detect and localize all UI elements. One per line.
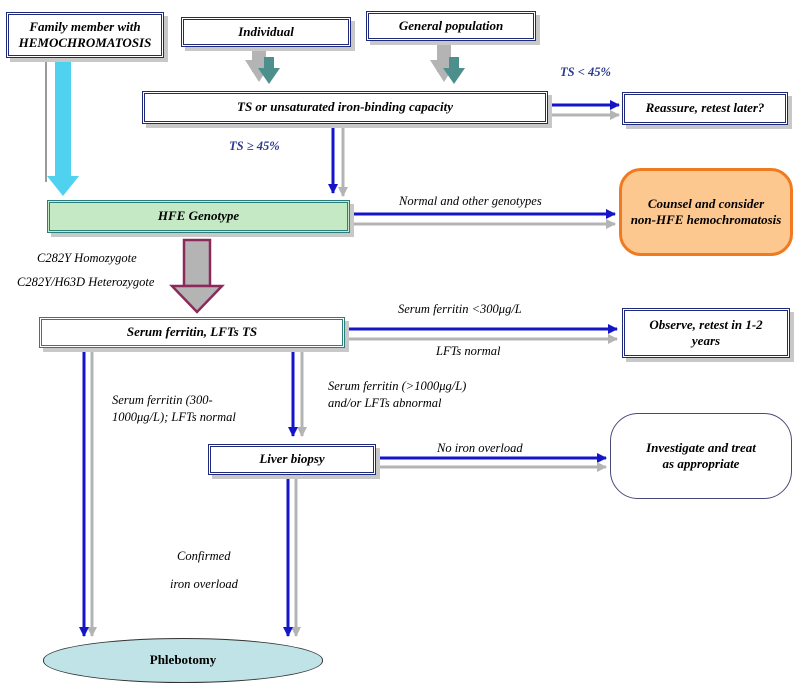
general-to-ts-arrow [430,42,465,84]
label-iron-overload: iron overload [170,577,238,591]
node-counsel-line2: non-HFE hemochromatosis [630,212,782,227]
biopsy-to-investigate-arrow [380,453,607,472]
node-investigate-line1: Investigate and treat [646,439,756,455]
label-ferritin-high: Serum ferritin (>1000μg/L) and/or LFTs a… [328,378,466,412]
node-ts-test: TS or unsaturated iron-binding capacity [142,91,548,124]
hfe-to-counsel-arrow [352,209,616,229]
ferritin-to-phlebotomy-arrow [79,349,97,637]
label-ferritin-high-line2: and/or LFTs abnormal [328,395,442,410]
node-reassure: Reassure, retest later? [622,92,788,125]
label-ferritin-below-300: Serum ferritin <300μg/L [398,302,522,316]
ferritin-to-biopsy-arrow [288,349,307,437]
ferritin-to-observe-arrow [348,324,618,344]
biopsy-to-phlebotomy-arrow [283,479,301,637]
family-to-hfe-arrow [45,58,79,196]
node-counsel: Counsel and consider non-HFE hemochromat… [619,168,793,256]
node-phlebotomy-label: Phlebotomy [149,652,217,668]
node-family-line1: Family member with [29,18,141,34]
node-reassure-label: Reassure, retest later? [645,100,765,116]
node-individual-label: Individual [238,23,294,39]
node-observe-line1: Observe, retest in 1-2 [649,316,763,332]
node-general-population: General population [366,11,536,41]
label-c282y-h63d-heterozygote: C282Y/H63D Heterozygote [17,275,155,289]
label-ferritin-mid-line1: Serum ferritin (300- [112,393,213,407]
node-liver-biopsy: Liver biopsy [208,444,376,475]
label-ferritin-mid-line2: 1000μg/L); LFTs normal [112,409,236,424]
node-general-label: General population [398,17,504,33]
node-biopsy-label: Liver biopsy [259,451,325,467]
individual-to-ts-arrow [245,48,280,84]
node-serum-ferritin: Serum ferritin, LFTs TS [39,317,345,348]
node-investigate: Investigate and treat as appropriate [610,413,792,499]
label-ferritin-mid: Serum ferritin (300- 1000μg/L); LFTs nor… [112,392,236,426]
node-ferritin-label: Serum ferritin, LFTs TS [126,324,258,340]
node-hfe-genotype: HFE Genotype [47,200,350,233]
node-family-member: Family member with HEMOCHROMATOSIS [6,12,164,58]
node-hfe-label: HFE Genotype [157,208,240,224]
label-ts-below-45: TS < 45% [560,65,611,79]
label-ferritin-high-line1: Serum ferritin (>1000μg/L) [328,379,467,393]
hfe-to-ferritin-arrow [169,238,225,314]
node-counsel-line1: Counsel and consider [647,195,765,211]
label-lfts-normal: LFTs normal [436,344,501,358]
ts-to-reassure-arrow [550,100,620,120]
node-phlebotomy: Phlebotomy [43,638,323,683]
label-c282y-homozygote: C282Y Homozygote [37,251,137,265]
node-family-line2: HEMOCHROMATOSIS [18,35,152,50]
label-no-iron-overload: No iron overload [437,441,523,455]
node-observe: Observe, retest in 1-2 years [622,308,790,358]
label-normal-genotypes: Normal and other genotypes [399,194,542,208]
node-observe-line2: years [691,333,721,348]
node-individual: Individual [181,17,351,47]
ts-to-hfe-arrow [328,128,348,197]
label-ts-above-45: TS ≥ 45% [229,139,280,153]
label-confirmed: Confirmed [177,549,231,563]
node-ts-label: TS or unsaturated iron-binding capacity [237,99,453,115]
node-investigate-line2: as appropriate [662,456,740,471]
